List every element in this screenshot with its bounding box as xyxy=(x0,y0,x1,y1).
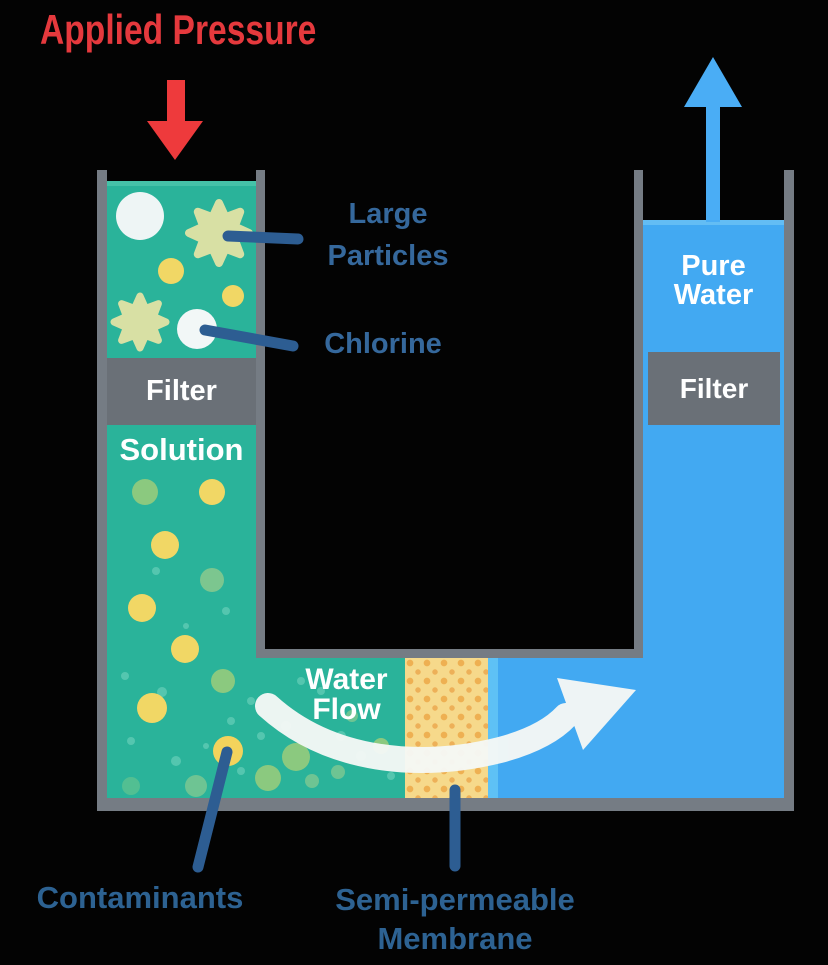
pure-water-tube xyxy=(643,220,784,798)
solution-label: Solution xyxy=(119,432,244,467)
pure-water-label: Pure Water xyxy=(673,250,754,311)
membrane-label: Semi-permeable Membrane xyxy=(335,882,575,956)
solution-water-top xyxy=(107,181,256,358)
solution-surface xyxy=(107,181,256,186)
pure-water-arrow-icon xyxy=(684,57,742,222)
applied-pressure-arrow-icon xyxy=(147,80,203,160)
chlorine-label: Chlorine xyxy=(324,328,442,360)
tube-wall-inner-right xyxy=(634,170,643,658)
right-filter-label: Filter xyxy=(679,372,749,404)
membrane-outflow-sliver xyxy=(488,658,498,798)
pure-water-surface xyxy=(643,220,784,225)
tube-wall-inner-left xyxy=(256,170,265,658)
tube-wall-left xyxy=(97,170,107,811)
tube-wall-right xyxy=(784,170,794,811)
tube-wall-inner-bottom xyxy=(256,649,643,658)
water-flow-label: Water Flow xyxy=(305,663,388,726)
applied-pressure-label: Applied Pressure xyxy=(40,6,317,53)
left-filter-band: Filter xyxy=(107,358,256,425)
contaminants-label: Contaminants xyxy=(36,880,244,915)
right-filter-band: Filter xyxy=(648,352,780,425)
large-particles-label: Large Particles xyxy=(327,198,449,272)
pure-water-channel xyxy=(498,658,643,798)
tube-wall-bottom xyxy=(97,798,794,811)
left-filter-label: Filter xyxy=(146,375,217,407)
semi-permeable-membrane xyxy=(405,658,488,798)
